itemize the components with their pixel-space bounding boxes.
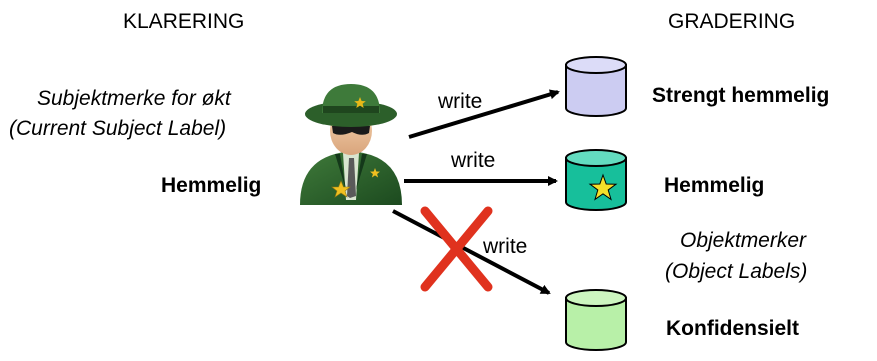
write-arrow-top [408, 89, 560, 139]
object-labels-line2: (Object Labels) [665, 260, 808, 283]
klarering-header: KLARERING [123, 10, 245, 33]
object-name-konfidensielt: Konfidensielt [666, 317, 800, 340]
write-label-top: write [438, 90, 483, 113]
subject-label-line2: (Current Subject Label) [9, 117, 227, 140]
gradering-header: GRADERING [668, 10, 796, 33]
agent-icon [300, 84, 402, 205]
database-konfidensielt-icon [565, 289, 627, 351]
subject-label-line1: Subjektmerke for økt [37, 87, 231, 110]
object-labels-line1: Objektmerker [680, 229, 807, 252]
star-icon [588, 173, 618, 201]
database-hemmelig-icon [565, 149, 627, 211]
database-strengt-hemmelig-icon [565, 56, 627, 117]
write-label-middle: write [451, 149, 496, 172]
write-label-bottom: write [483, 235, 528, 258]
subject-clearance: Hemmelig [161, 174, 262, 197]
write-arrow-bottom [392, 209, 551, 295]
object-name-hemmelig: Hemmelig [664, 174, 765, 197]
object-name-strengt-hemmelig: Strengt hemmelig [652, 84, 830, 107]
deny-cross-icon [420, 206, 493, 292]
